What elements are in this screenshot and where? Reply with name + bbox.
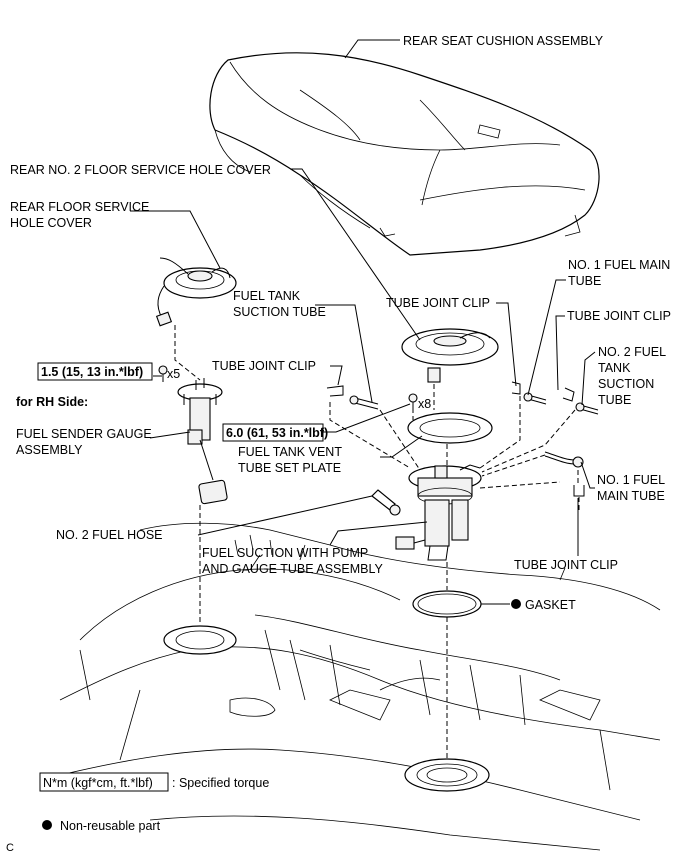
rear-seat-cushion-drawing bbox=[209, 52, 600, 256]
torque-value-1: 1.5 (15, 13 in.*lbf) bbox=[41, 365, 143, 379]
torque-box-2 bbox=[222, 423, 324, 442]
rear-floor-service-hole-cover-drawing bbox=[155, 257, 237, 327]
torque-box-1 bbox=[37, 362, 153, 381]
label-suction-pump-line2: AND GAUGE TUBE ASSEMBLY bbox=[202, 562, 384, 576]
legend-torque-box-text: N*m (kgf*cm, ft.*lbf) bbox=[43, 776, 153, 790]
gasket-drawing bbox=[412, 590, 482, 618]
non-reusable-marker-icon bbox=[511, 599, 521, 609]
alignment-lines bbox=[174, 325, 580, 760]
label-for-rh-side: for RH Side: bbox=[16, 395, 88, 409]
label-fuel-tank-suction-tube-line2: SUCTION TUBE bbox=[233, 305, 326, 319]
corner-mark: C bbox=[6, 842, 14, 854]
label-tube-joint-clip-bottom: TUBE JOINT CLIP bbox=[514, 558, 618, 572]
label-fuel-sender-gauge-line1: FUEL SENDER GAUGE bbox=[16, 427, 152, 441]
torque-value-2: 6.0 (61, 53 in.*lbf) bbox=[226, 426, 328, 440]
tubes-and-clips-drawing bbox=[326, 381, 599, 497]
label-rear-floor-service-hole-cover-line2: HOLE COVER bbox=[10, 216, 92, 230]
label-rear-floor-service-hole-cover-line1: REAR FLOOR SERVICE bbox=[10, 200, 149, 214]
legend-torque-box bbox=[39, 772, 169, 792]
label-no2-fuel-hose: NO. 2 FUEL HOSE bbox=[56, 528, 163, 542]
label-no1-fuel-main-tube-right-line2: MAIN TUBE bbox=[597, 489, 665, 503]
legend-torque-description: : Specified torque bbox=[172, 776, 269, 790]
label-vent-tube-set-plate-line1: FUEL TANK VENT bbox=[238, 445, 342, 459]
label-no1-fuel-main-tube-top-line2: TUBE bbox=[568, 274, 601, 288]
floor-pan-drawing bbox=[39, 522, 661, 851]
rear-no2-floor-service-hole-cover-drawing bbox=[401, 328, 499, 383]
quantity-x8: x8 bbox=[418, 397, 431, 411]
fuel-tank-vent-tube-set-plate-drawing bbox=[407, 393, 493, 444]
label-rear-no2-floor-service-hole-cover: REAR NO. 2 FLOOR SERVICE HOLE COVER bbox=[10, 163, 271, 177]
label-fuel-sender-gauge-line2: ASSEMBLY bbox=[16, 443, 83, 457]
label-vent-tube-set-plate-line2: TUBE SET PLATE bbox=[238, 461, 341, 475]
label-no2-fuel-tank-suction-tube-line3: SUCTION bbox=[598, 377, 654, 391]
legend-non-reusable-text: Non-reusable part bbox=[60, 819, 161, 833]
label-no1-fuel-main-tube-right-line1: NO. 1 FUEL bbox=[597, 473, 665, 487]
label-no1-fuel-main-tube-top-line1: NO. 1 FUEL MAIN bbox=[568, 258, 670, 272]
label-suction-pump-line1: FUEL SUCTION WITH PUMP bbox=[202, 546, 368, 560]
fuel-sender-gauge-drawing bbox=[158, 365, 228, 505]
label-no2-fuel-tank-suction-tube-line4: TUBE bbox=[598, 393, 631, 407]
label-tube-joint-clip-center: TUBE JOINT CLIP bbox=[386, 296, 490, 310]
label-fuel-tank-suction-tube-line1: FUEL TANK bbox=[233, 289, 301, 303]
label-tube-joint-clip-left: TUBE JOINT CLIP bbox=[212, 359, 316, 373]
label-no2-fuel-tank-suction-tube-line1: NO. 2 FUEL bbox=[598, 345, 666, 359]
label-no2-fuel-tank-suction-tube-line2: TANK bbox=[598, 361, 631, 375]
quantity-x5: x5 bbox=[167, 367, 180, 381]
leader-lines bbox=[130, 39, 596, 605]
label-rear-seat-cushion: REAR SEAT CUSHION ASSEMBLY bbox=[403, 34, 604, 48]
label-tube-joint-clip-right: TUBE JOINT CLIP bbox=[567, 309, 671, 323]
label-gasket: GASKET bbox=[525, 598, 576, 612]
fuel-suction-pump-drawing bbox=[371, 464, 482, 561]
legend-non-reusable-icon bbox=[42, 820, 52, 830]
